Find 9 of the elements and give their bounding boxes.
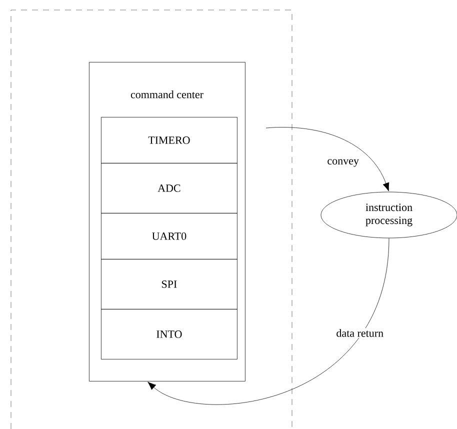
arrow <box>148 238 390 405</box>
module-cell: TIMERO <box>101 117 238 164</box>
module-cell: SPI <box>101 259 238 310</box>
module-cell: ADC <box>101 163 238 214</box>
edge-label: convey <box>326 158 360 168</box>
arrow <box>266 127 390 192</box>
edge-label: data return <box>335 328 385 338</box>
module-cell: INTO <box>101 309 238 360</box>
module-cell: UART0 <box>101 213 238 260</box>
